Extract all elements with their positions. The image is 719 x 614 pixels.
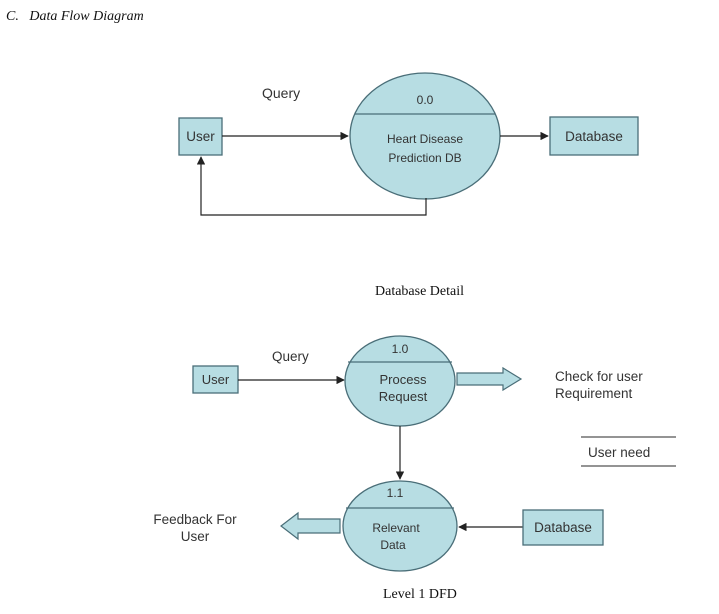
user-need-data-store: User need — [581, 436, 676, 467]
process-1-0-line2: Request — [379, 389, 428, 404]
user-need-label: User need — [588, 445, 650, 460]
level1-user-entity: User — [192, 365, 239, 394]
process-1-1-id: 1.1 — [387, 486, 404, 500]
process-1-0-id: 1.0 — [392, 342, 409, 356]
process-1-1-line1: Relevant — [372, 521, 420, 535]
check-requirement-line2: Requirement — [555, 386, 633, 401]
query-flow-label: Query — [262, 85, 300, 101]
user-entity: User — [178, 117, 223, 156]
level1-database-label: Database — [534, 520, 592, 535]
level1-diagram: Query User 1.0 Process Request Check for… — [153, 335, 676, 572]
section-heading: Data Flow Diagram — [29, 9, 144, 24]
check-requirement-block-arrow — [456, 366, 523, 392]
process-0-0-line2: Prediction DB — [388, 151, 461, 165]
process-1-1: 1.1 Relevant Data — [342, 480, 458, 572]
feedback-line1: Feedback For — [153, 512, 237, 527]
level1-user-label: User — [202, 372, 230, 387]
user-entity-label: User — [186, 129, 215, 144]
feedback-line2: User — [181, 529, 210, 544]
database-entity-label: Database — [565, 129, 623, 144]
response-flow-arrow — [196, 156, 427, 216]
check-requirement-line1: Check for user — [555, 369, 643, 384]
database-entity: Database — [549, 116, 639, 156]
caption-level1-dfd: Level 1 DFD — [383, 587, 457, 602]
process-1-0-line1: Process — [380, 372, 427, 387]
feedback-block-arrow — [280, 511, 341, 541]
context-diagram: Query User 0.0 Heart Disease Prediction … — [178, 72, 639, 216]
process-1-0: 1.0 Process Request — [344, 335, 456, 427]
process-0-0-line1: Heart Disease — [387, 132, 463, 146]
section-label: C. — [6, 9, 19, 24]
process-0-0-id: 0.0 — [417, 93, 434, 107]
section-title: C. Data Flow Diagram — [6, 9, 144, 25]
caption-database-detail: Database Detail — [375, 284, 465, 299]
level1-query-label: Query — [272, 349, 309, 364]
level1-database-entity: Database — [522, 509, 604, 546]
process-0-0: 0.0 Heart Disease Prediction DB — [349, 72, 501, 200]
process-1-1-line2: Data — [380, 538, 406, 552]
